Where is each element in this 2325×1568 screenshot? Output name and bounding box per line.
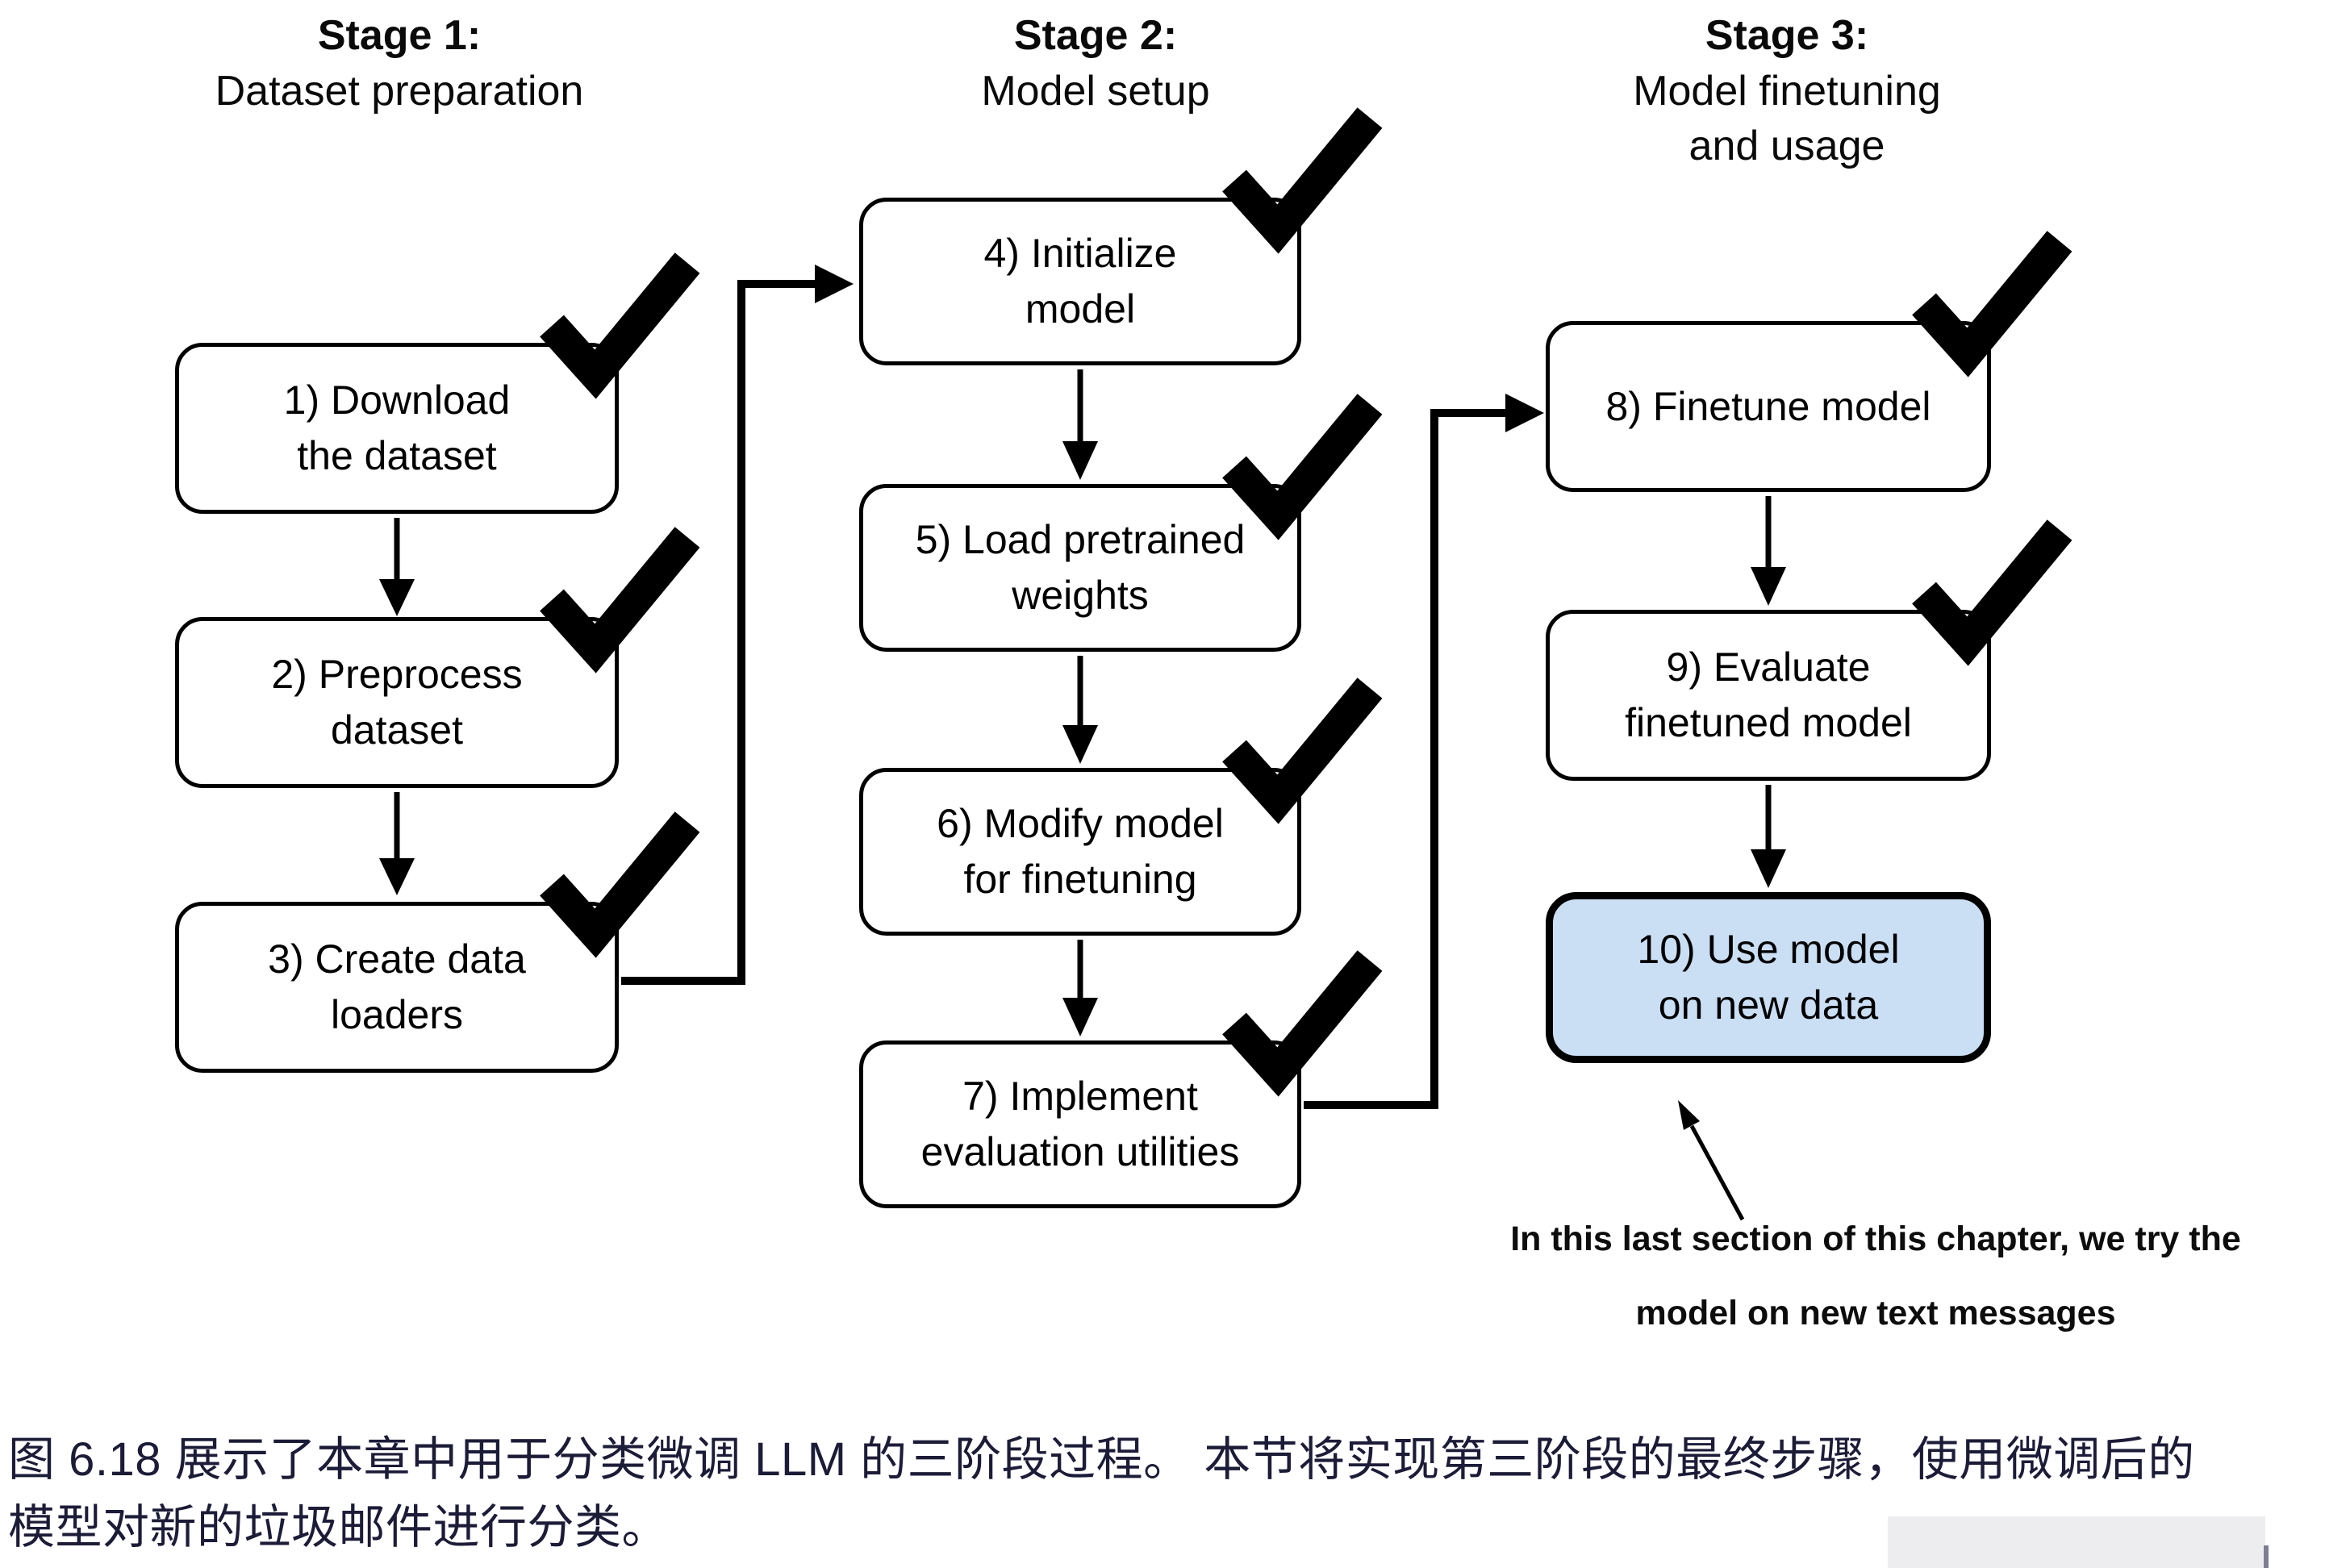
figure-caption: 图 6.18 展示了本章中用于分类微调 LLM 的三阶段过程。 本节将实现第三阶… (8, 1426, 2315, 1562)
step-label: the dataset (297, 433, 497, 478)
step-label: 7) Implement (962, 1074, 1198, 1119)
checkmark-icon (540, 527, 700, 673)
checkmark-icon (1912, 231, 2072, 377)
caption-line-2: 模型对新的垃圾邮件进行分类。 (8, 1501, 670, 1553)
stage2-title: Stage 2: (1013, 12, 1178, 59)
step-label: finetuned model (1625, 700, 1912, 745)
step-label: evaluation utilities (920, 1129, 1240, 1174)
bottom-gray-strip (1888, 1516, 2265, 1568)
checkmark-icon (1222, 394, 1383, 540)
annotation-line-1: In this last section of this chapter, we… (1510, 1220, 2241, 1258)
step-box-3-create-data-loaders: 3) Create data loaders (175, 811, 700, 1073)
stage3-subtitle-line1: Model finetuning (1633, 67, 1941, 115)
step-label: dataset (330, 707, 463, 753)
step-box-1-download-dataset: 1) Download the dataset (175, 252, 700, 514)
stage1-subtitle: Dataset preparation (215, 67, 584, 115)
annotation-line-2: model on new text messages (1635, 1294, 2116, 1332)
checkmark-icon (540, 252, 700, 399)
step-label: 4) Initialize (983, 231, 1177, 276)
step-label: 10) Use model (1637, 927, 1900, 972)
stage2-subtitle: Model setup (981, 67, 1210, 115)
step-box-7-implement-evaluation-utilities: 7) Implement evaluation utilities (859, 950, 1383, 1208)
step-box-2-preprocess-dataset: 2) Preprocess dataset (175, 527, 700, 788)
step-box-4-initialize-model: 4) Initialize model (859, 107, 1383, 365)
annotation-note: In this last section of this chapter, we… (1428, 1202, 2323, 1350)
stage1-header: Stage 1: Dataset preparation (133, 8, 666, 119)
step-label: 5) Load pretrained (915, 517, 1246, 562)
stage2-header: Stage 2: Model setup (829, 8, 1362, 119)
checkmark-icon (540, 811, 700, 958)
step-box-8-finetune-model: 8) Finetune model (1546, 231, 2072, 492)
checkmark-icon (1912, 519, 2072, 666)
step-box-5-load-pretrained-weights: 5) Load pretrained weights (859, 394, 1383, 652)
step-label: loaders (331, 992, 463, 1037)
step-label: on new data (1658, 982, 1879, 1028)
step-box-6-modify-model: 6) Modify model for finetuning (859, 678, 1383, 936)
step-label: weights (1012, 573, 1149, 618)
checkmark-icon (1222, 950, 1383, 1097)
stage1-title: Stage 1: (317, 12, 482, 59)
checkmark-icon (1222, 107, 1383, 254)
stage3-subtitle-line2: and usage (1688, 123, 1885, 170)
step-label: 9) Evaluate (1666, 644, 1871, 690)
step-label: 2) Preprocess (271, 652, 523, 697)
step-label: for finetuning (963, 857, 1197, 902)
stage3-title: Stage 3: (1705, 12, 1869, 59)
caption-line-1: 图 6.18 展示了本章中用于分类微调 LLM 的三阶段过程。 本节将实现第三阶… (8, 1433, 2195, 1486)
step-label: model (1025, 286, 1136, 332)
stage3-header: Stage 3: Model finetuning and usage (1521, 8, 2053, 174)
step-label: 8) Finetune model (1605, 383, 1931, 429)
step-label: 6) Modify model (937, 801, 1224, 846)
step-box-10-use-model-on-new-data: 10) Use model on new data (1546, 892, 1991, 1063)
step-label: 1) Download (283, 377, 511, 423)
text-cursor (2264, 1545, 2269, 1568)
checkmark-icon (1222, 678, 1383, 824)
step-label: 3) Create data (268, 936, 526, 982)
step-box-9-evaluate-finetuned-model: 9) Evaluate finetuned model (1546, 519, 2072, 781)
